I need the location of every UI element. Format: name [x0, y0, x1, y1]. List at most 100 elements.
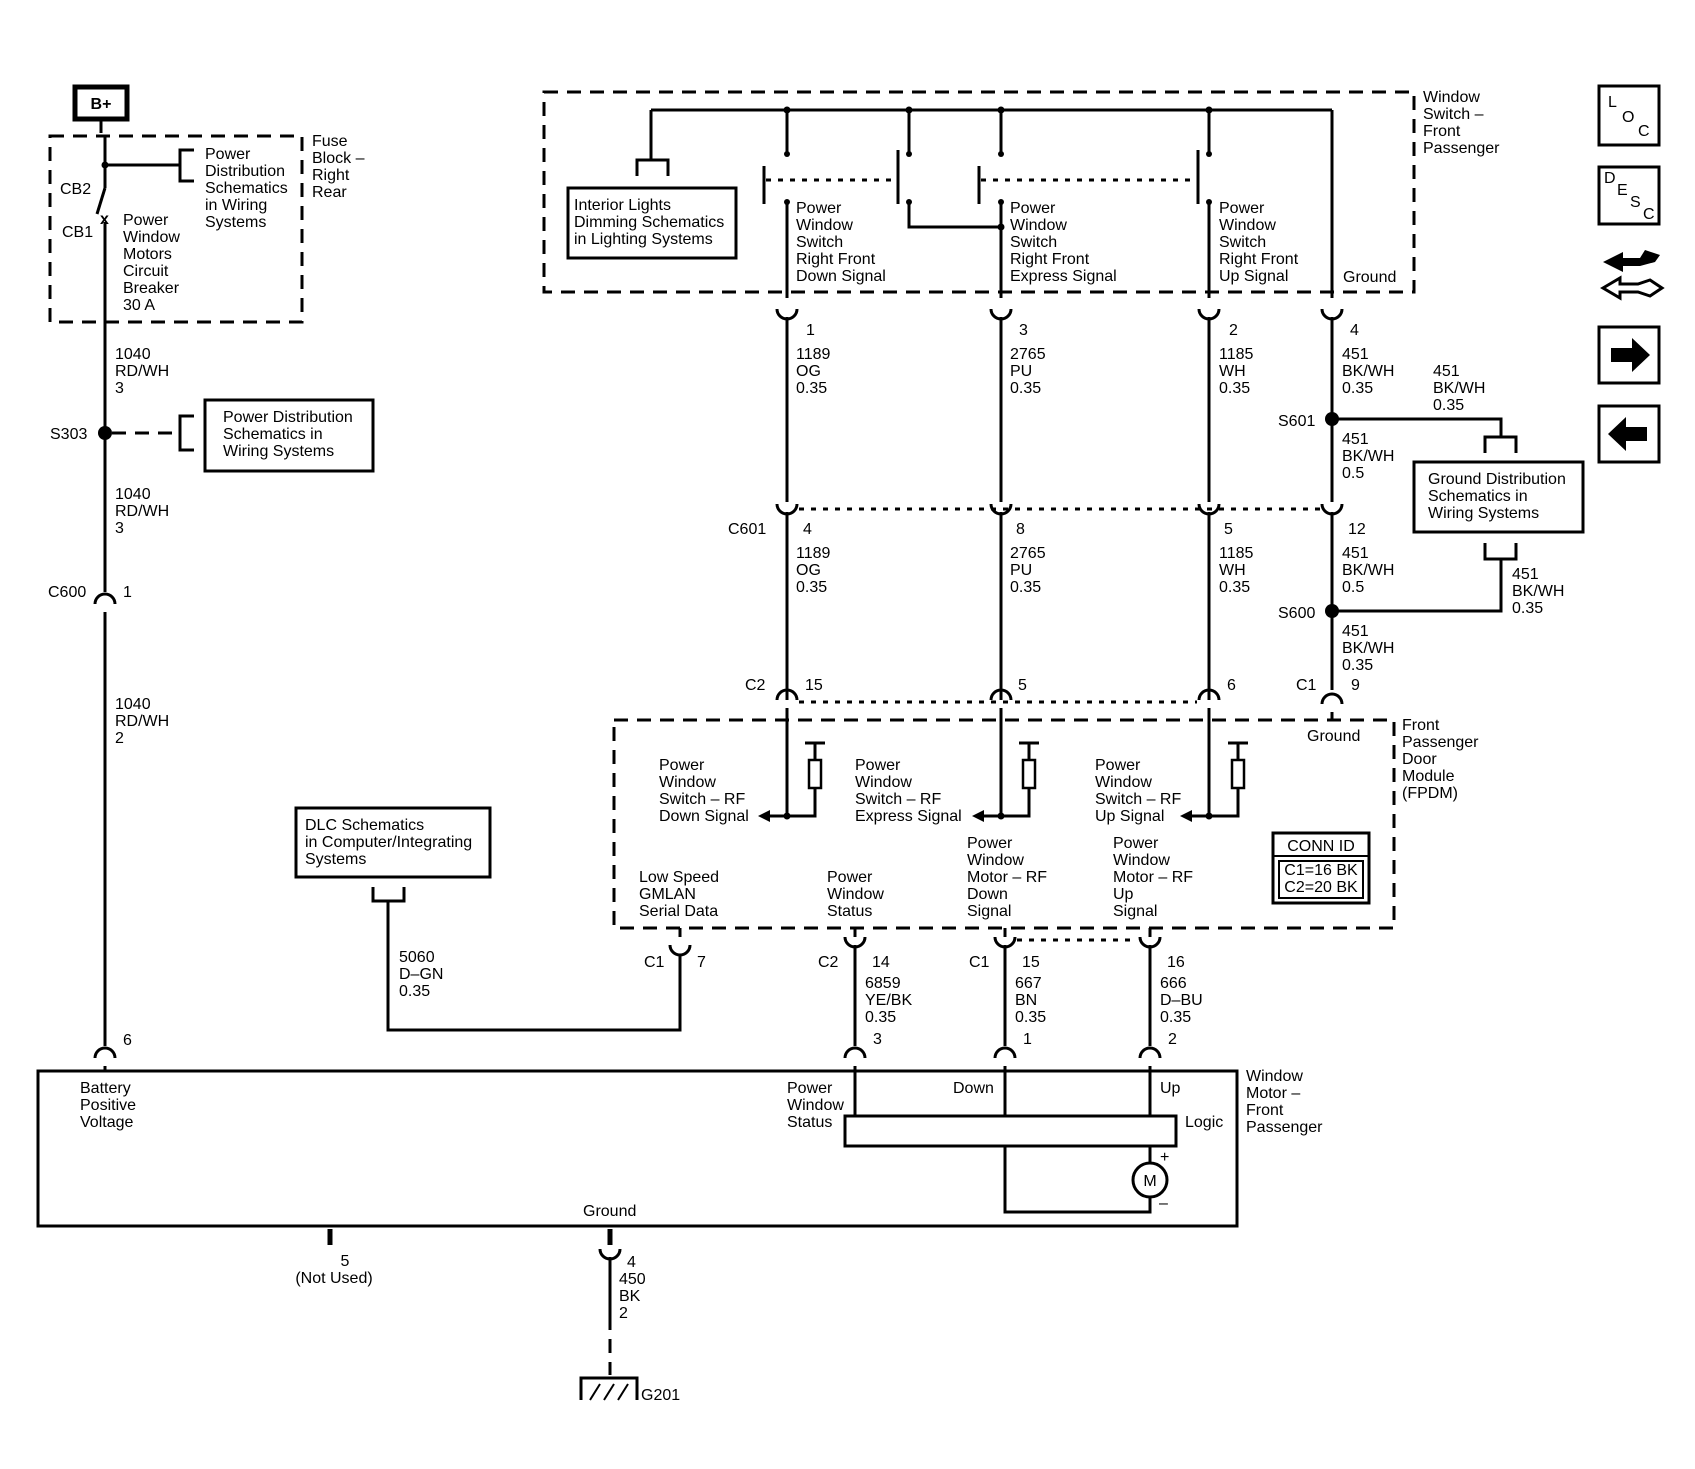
c601-pin-12: 12 — [1348, 521, 1366, 538]
svg-text:E: E — [1617, 182, 1628, 199]
motor-up-label: Up — [1160, 1080, 1181, 1097]
motor-ground-label: Ground — [583, 1203, 636, 1220]
wire-label-2765-top: 2765 PU 0.35 — [1010, 346, 1050, 397]
down-pin-15: 15 — [1022, 954, 1040, 971]
motor-pin-2: 2 — [1168, 1031, 1177, 1048]
pin-5-label: 5 — [341, 1253, 350, 1270]
motor-ground-circuit: 5 (Not Used) 4 450 BK 2 G201 — [295, 1229, 680, 1404]
motor-pin-6: 6 — [123, 1032, 132, 1049]
cb1-label: CB1 — [62, 224, 93, 241]
power-distribution-ref: Power Distribution Schematics in Wiring … — [205, 146, 292, 231]
window-switch-title: Window Switch – Front Passenger — [1423, 89, 1500, 157]
wire-label-5060: 5060 D–GN 0.35 — [399, 949, 448, 1000]
circuit-667-bn: C1 15 667 BN 0.35 1 — [969, 928, 1046, 1116]
front-passenger-door-module: Front Passenger Door Module (FPDM) Groun… — [612, 717, 1479, 930]
gmlan-conn-c1: C1 — [644, 954, 665, 971]
circuit-6859-yebk: C2 14 6859 YE/BK 0.35 3 — [818, 928, 917, 1116]
logic-block — [843, 1114, 1178, 1148]
fpdm-input-up-label: Power Window Switch – RF Up Signal — [1095, 757, 1186, 825]
window-switch-front-passenger: Window Switch – Front Passenger Interior… — [542, 89, 1500, 298]
motor-symbol — [1131, 1161, 1169, 1199]
circuit-2765-pu: 3 2765 PU 0.35 — [989, 308, 1050, 502]
desc-button[interactable]: D E S C — [1597, 165, 1661, 226]
switch-label-up: Power Window Switch Right Front Up Signa… — [1219, 200, 1303, 285]
ground-symbol-g201 — [579, 1376, 639, 1401]
logic-label: Logic — [1185, 1114, 1223, 1131]
up-pin-16: 16 — [1167, 954, 1185, 971]
wire-label-1185-top: 1185 WH 0.35 — [1219, 346, 1258, 397]
splice-s303 — [98, 426, 112, 440]
circuit-1185-wh: 2 1185 WH 0.35 — [1197, 308, 1258, 502]
interior-lights-ref-box — [566, 186, 738, 260]
back-arrow-button[interactable] — [1597, 404, 1661, 464]
c600-label: C600 — [48, 584, 86, 601]
cb2-label: CB2 — [60, 181, 91, 198]
wire-label-1189-mid: 1189 OG 0.35 — [796, 545, 835, 596]
ground-distribution-ref: Ground Distribution Schematics in Wiring… — [1428, 471, 1570, 522]
wire-label-2765-mid: 2765 PU 0.35 — [1010, 545, 1050, 596]
wire-label-666: 666 D–BU 0.35 — [1160, 975, 1207, 1026]
s303-ref-text: Power Distribution Schematics in Wiring … — [223, 409, 357, 460]
c600-pin: 1 — [123, 584, 132, 601]
svg-text:C: C — [1638, 123, 1650, 140]
circuit-5060-dgn: 5060 D–GN 0.35 C1 7 — [386, 901, 706, 1032]
svg-text:C: C — [1643, 206, 1655, 223]
wire-label-451-branch: 451 BK/WH 0.35 — [1433, 363, 1490, 414]
battery-terminal: B+ — [72, 84, 130, 122]
svg-text:–: – — [1159, 1195, 1168, 1212]
dlc-reference: DLC Schematics in Computer/Integrating S… — [294, 806, 492, 903]
fpdm-c2-pin-6: 6 — [1227, 677, 1236, 694]
fpdm-input-down-label: Power Window Switch – RF Down Signal — [659, 757, 750, 825]
fpdm-output-down-label: Power Window Motor – RF Down Signal — [967, 835, 1051, 920]
status-pin-14: 14 — [872, 954, 890, 971]
pin-4-label: 4 — [627, 1254, 636, 1271]
next-arrow-button[interactable] — [1597, 325, 1661, 385]
fpdm-input-connectors: C2 15 5 6 C1 9 — [745, 677, 1360, 816]
wire-label-1040-seg1: 1040 RD/WH 3 — [115, 346, 174, 397]
fpdm-output-gmlan-label: Low Speed GMLAN Serial Data — [639, 869, 724, 920]
wire-label-451-s600-down: 451 BK/WH 0.35 — [1342, 623, 1399, 674]
fuse-block-right-rear: Fuse Block – Right Rear Power Distributi… — [48, 133, 369, 324]
svg-text:D: D — [1604, 170, 1616, 187]
wire-label-451-s600-in: 451 BK/WH 0.35 — [1512, 566, 1569, 617]
pin-2: 2 — [1229, 322, 1238, 339]
wire-label-6859: 6859 YE/BK 0.35 — [865, 975, 917, 1026]
fpdm-output-up-label: Power Window Motor – RF Up Signal — [1113, 835, 1197, 920]
svg-text:CONN ID: CONN ID — [1287, 838, 1355, 855]
switch-label-down: Power Window Switch Right Front Down Sig… — [796, 200, 886, 285]
fuse-block-title: Fuse Block – Right Rear — [312, 133, 369, 201]
motor-status-label: Power Window Status — [787, 1080, 848, 1131]
power-distribution-ref-box — [203, 398, 375, 473]
svg-text:C2=20 BK: C2=20 BK — [1284, 879, 1358, 896]
circuit-451-bkwh: 4 451 BK/WH 0.35 — [1320, 308, 1394, 502]
g201-label: G201 — [641, 1387, 680, 1404]
s600-label: S600 — [1278, 605, 1315, 622]
wire-label-1040-seg2: 1040 RD/WH 3 — [115, 486, 174, 537]
switch-label-express: Power Window Switch Right Front Express … — [1010, 200, 1117, 285]
loc-button[interactable]: L O C — [1597, 84, 1661, 147]
conn-id-box: CONN ID C1=16 BK C2=20 BK — [1271, 831, 1371, 905]
svg-text:O: O — [1622, 109, 1634, 126]
svg-text:DLC Schematics in Comput: DLC Schematics in Computer/Integrating S… — [305, 817, 477, 868]
s601-label: S601 — [1278, 413, 1315, 430]
motor-pin-1: 1 — [1023, 1031, 1032, 1048]
motor-title: Window Motor – Front Passenger — [1246, 1068, 1323, 1136]
fpdm-c2-label: C2 — [745, 677, 766, 694]
fpdm-ground-label: Ground — [1307, 728, 1360, 745]
wire-label-450: 450 BK 2 — [619, 1271, 650, 1322]
pin-3: 3 — [1019, 322, 1028, 339]
connector-tool-button[interactable] — [1600, 250, 1665, 301]
wire-label-451-s601-down: 451 BK/WH 0.5 — [1342, 431, 1399, 482]
ground-distribution-ref-box — [1412, 460, 1585, 534]
switch-ground-label: Ground — [1343, 269, 1396, 286]
wire-label-1189-top: 1189 OG 0.35 — [796, 346, 835, 397]
c601-pin-4: 4 — [803, 521, 812, 538]
c601-label: C601 — [728, 521, 766, 538]
fpdm-c1-pin-9: 9 — [1351, 677, 1360, 694]
circuit-1189-og: 1 1189 OG 0.35 — [775, 308, 835, 502]
fpdm-c2-pin-5: 5 — [1018, 677, 1027, 694]
svg-text:L: L — [1608, 94, 1617, 111]
wire-label-451-mid: 451 BK/WH 0.5 — [1342, 545, 1399, 596]
svg-text:C1=16 BK: C1=16 BK — [1284, 862, 1358, 879]
